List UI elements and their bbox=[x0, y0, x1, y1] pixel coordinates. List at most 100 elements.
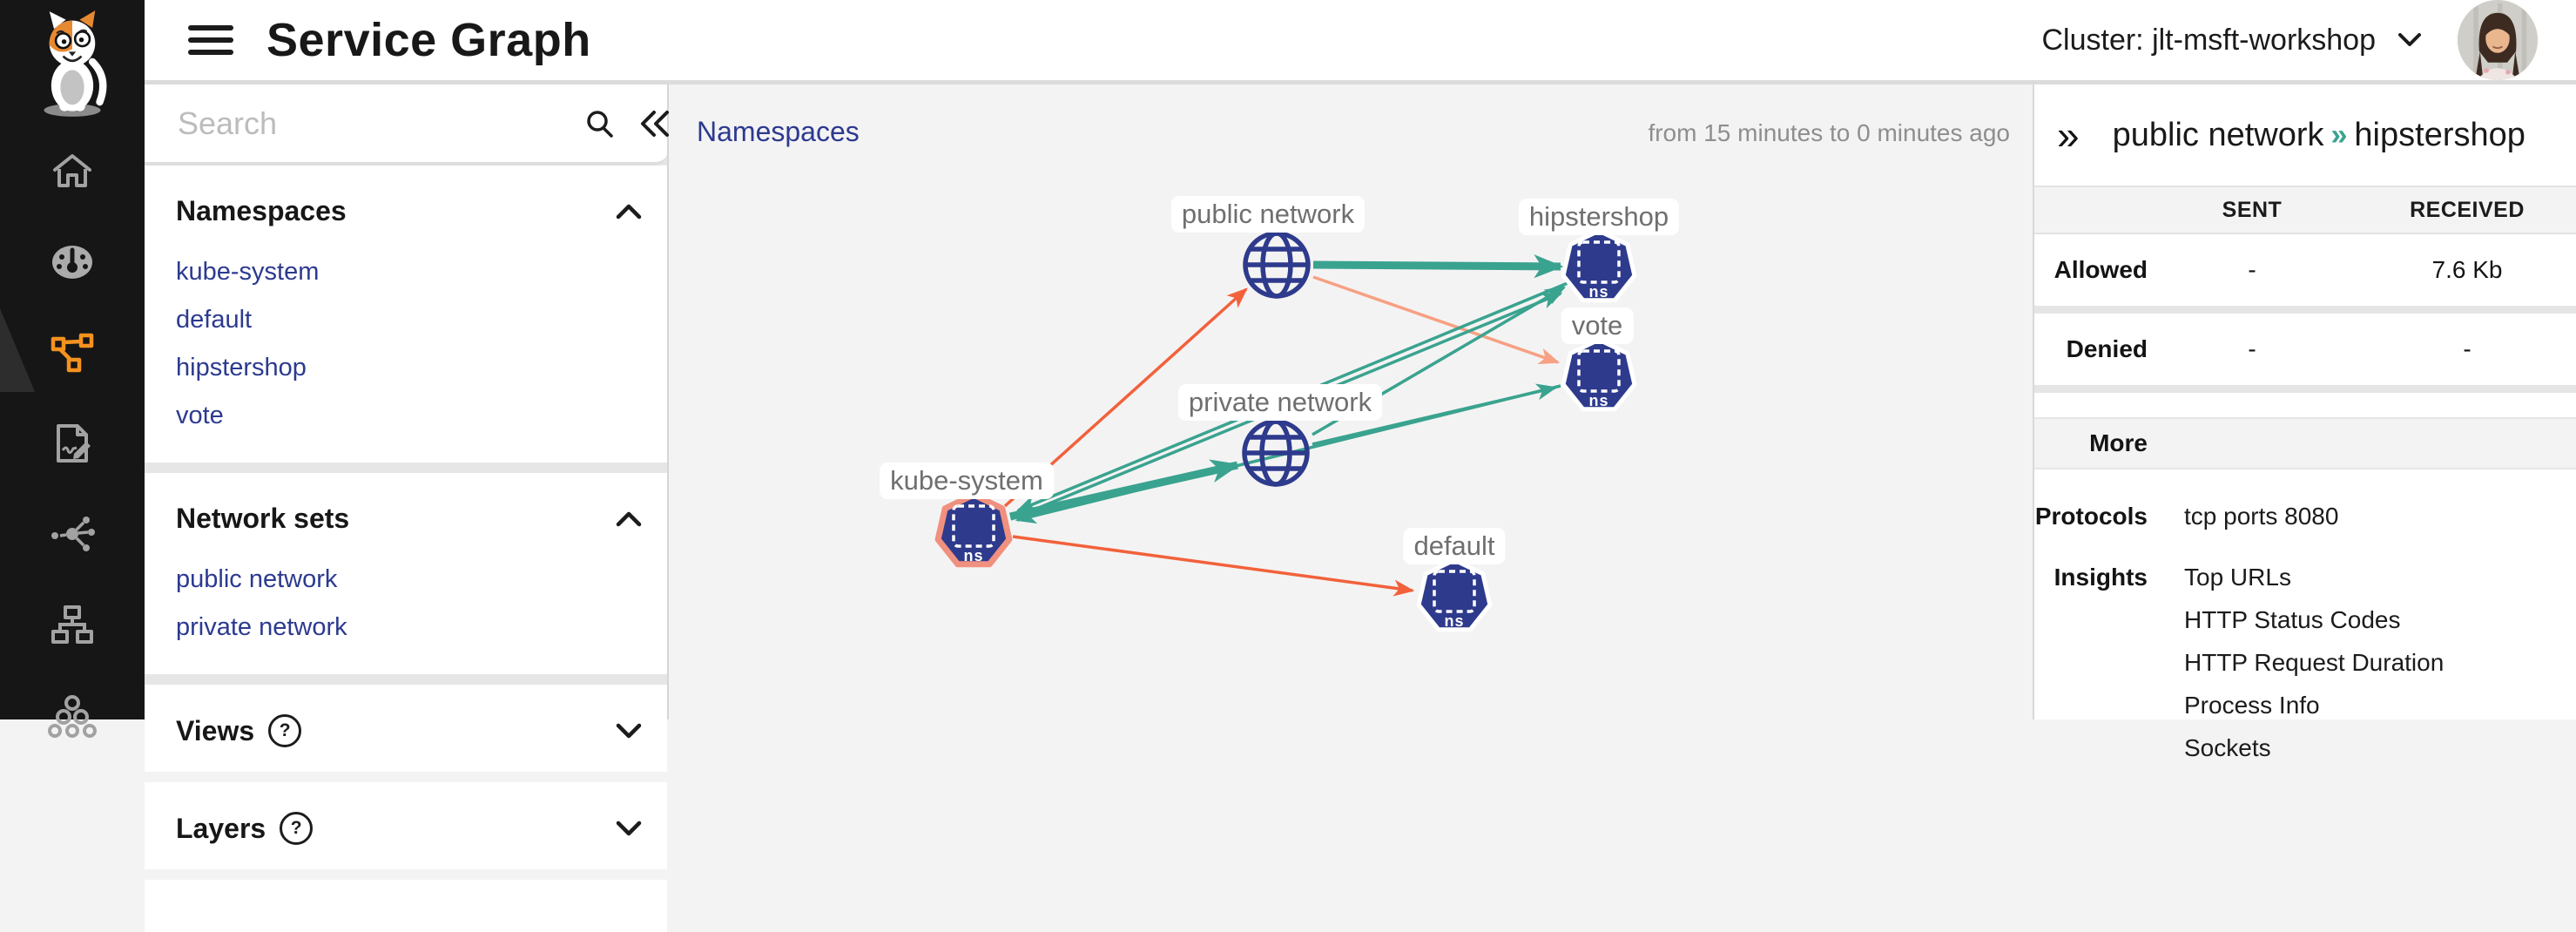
graph-node-hipstershop[interactable]: ns bbox=[1561, 228, 1637, 303]
graph-node-label-kube-system[interactable]: kube-system bbox=[880, 463, 1054, 499]
panel-title-target: hipstershop bbox=[2354, 116, 2525, 153]
insight-process-info: Process Info bbox=[2184, 692, 2320, 719]
insights-row: Insights Top URLs HTTP Status Codes HTTP… bbox=[2034, 530, 2576, 777]
graph-node-public-network[interactable] bbox=[1243, 231, 1311, 299]
help-icon[interactable]: ? bbox=[280, 812, 314, 845]
rail-hierarchy-button[interactable] bbox=[0, 599, 145, 650]
service-graph-icon bbox=[51, 333, 94, 373]
rail-policies-button[interactable] bbox=[0, 418, 145, 469]
svg-text:ns: ns bbox=[963, 547, 983, 564]
service-graph-canvas[interactable]: ns ns ns ns Namespaces from 15 minutes to 0… bbox=[667, 84, 2033, 719]
graph-node-label-public-network[interactable]: public network bbox=[1170, 196, 1366, 233]
denied-received-value: - bbox=[2463, 335, 2471, 362]
page-title: Service Graph bbox=[266, 14, 591, 66]
chevron-down-icon bbox=[616, 821, 642, 836]
more-section-header[interactable]: More bbox=[2034, 417, 2576, 469]
edge-direction-icon: » bbox=[2330, 118, 2348, 152]
chevron-down-icon bbox=[616, 723, 642, 739]
section-header-network-sets[interactable]: Network sets bbox=[176, 490, 643, 547]
sidebar-filler bbox=[145, 880, 667, 932]
clusters-icon bbox=[48, 695, 97, 738]
chevron-up-icon bbox=[616, 204, 642, 219]
sidebar-item-private-network[interactable]: private network bbox=[176, 613, 347, 641]
graph-edge-public-network--hipstershop[interactable] bbox=[1312, 254, 1564, 279]
collapse-sidebar-icon[interactable] bbox=[638, 109, 671, 138]
connections-icon bbox=[51, 517, 95, 551]
graph-edge-kube-system--default[interactable] bbox=[1012, 535, 1415, 597]
allowed-received-value: 7.6 Kb bbox=[2431, 256, 2503, 283]
graph-node-default[interactable]: ns bbox=[1416, 557, 1493, 632]
svg-text:ns: ns bbox=[1444, 612, 1464, 630]
active-item-wedge bbox=[0, 308, 35, 392]
cluster-selector[interactable]: Cluster: jlt-msft-workshop bbox=[2041, 24, 2423, 57]
sidebar-item-default[interactable]: default bbox=[176, 306, 253, 334]
cluster-selector-label: Cluster: jlt-msft-workshop bbox=[2041, 23, 2376, 57]
graph-node-vote[interactable]: ns bbox=[1561, 337, 1637, 412]
column-received: RECEIVED bbox=[2410, 197, 2525, 222]
graph-node-label-private-network[interactable]: private network bbox=[1177, 384, 1383, 421]
graph-edge-private-network--vote[interactable] bbox=[1312, 383, 1558, 446]
sidebar-item-hipstershop[interactable]: hipstershop bbox=[176, 354, 307, 382]
insight-http-request-duration: HTTP Request Duration bbox=[2184, 649, 2445, 676]
chevron-up-icon bbox=[616, 511, 642, 526]
hamburger-menu-button[interactable] bbox=[188, 18, 233, 62]
section-title: Namespaces bbox=[176, 195, 347, 226]
insights-label: Insights bbox=[2053, 564, 2148, 591]
time-range-label[interactable]: from 15 minutes to 0 minutes ago bbox=[1648, 119, 2010, 146]
table-row-denied: Denied - - bbox=[2034, 314, 2576, 385]
service-graph-sidebar: Namespaces kube-system default hipstersh… bbox=[145, 84, 671, 932]
allowed-sent-value: - bbox=[2248, 256, 2256, 283]
table-row-allowed: Allowed - 7.6 Kb bbox=[2034, 234, 2576, 306]
graph-node-label-hipstershop[interactable]: hipstershop bbox=[1518, 199, 1680, 235]
protocols-label: Protocols bbox=[2034, 503, 2148, 530]
edge-details-panel: » public network » hipstershop SENT RECE… bbox=[2033, 84, 2576, 761]
column-sent: SENT bbox=[2222, 197, 2283, 222]
rail-clusters-button[interactable] bbox=[0, 690, 145, 740]
graph-edge-public-network--vote[interactable] bbox=[1312, 275, 1561, 364]
nav-rail bbox=[0, 0, 145, 738]
insight-sockets: Sockets bbox=[2184, 734, 2271, 761]
breadcrumb[interactable]: Namespaces bbox=[697, 116, 860, 147]
sidebar-item-kube-system[interactable]: kube-system bbox=[176, 258, 320, 286]
sidebar-item-vote[interactable]: vote bbox=[176, 402, 224, 429]
protocols-row: Protocols tcp ports 8080 bbox=[2034, 469, 2576, 530]
top-bar: Service Graph Cluster: jlt-msft-workshop bbox=[145, 0, 2576, 84]
svg-text:ns: ns bbox=[1588, 283, 1608, 301]
panel-title-source: public network bbox=[2112, 116, 2324, 153]
protocols-value: tcp ports 8080 bbox=[2184, 503, 2339, 530]
panel-title: public network » hipstershop bbox=[2113, 117, 2525, 154]
user-avatar[interactable] bbox=[2458, 0, 2538, 80]
graph-node-label-default[interactable]: default bbox=[1403, 528, 1506, 564]
avatar-photo bbox=[2458, 0, 2538, 80]
sidebar-item-public-network[interactable]: public network bbox=[176, 565, 338, 593]
rail-service-graph-button[interactable] bbox=[0, 308, 145, 392]
dashboard-icon bbox=[52, 246, 92, 279]
section-title: Network sets bbox=[176, 503, 350, 534]
denied-sent-value: - bbox=[2248, 335, 2256, 362]
row-label: Allowed bbox=[2053, 256, 2148, 283]
svg-text:ns: ns bbox=[1588, 392, 1608, 409]
graph-node-private-network[interactable] bbox=[1242, 419, 1310, 487]
search-input[interactable] bbox=[176, 104, 584, 143]
search-icon[interactable] bbox=[584, 108, 616, 139]
section-header-views[interactable]: Views ? bbox=[176, 702, 643, 760]
graph-node-kube-system[interactable]: ns bbox=[934, 491, 1013, 568]
rail-network-button[interactable] bbox=[0, 509, 145, 559]
section-header-layers[interactable]: Layers ? bbox=[176, 800, 643, 857]
rail-home-button[interactable] bbox=[0, 146, 145, 197]
policy-report-icon bbox=[57, 424, 91, 463]
row-label: Denied bbox=[2066, 335, 2148, 362]
hierarchy-icon bbox=[51, 605, 93, 644]
section-title: Layers bbox=[176, 812, 266, 844]
graph-node-label-vote[interactable]: vote bbox=[1561, 307, 1634, 344]
insight-top-urls: Top URLs bbox=[2184, 564, 2291, 591]
section-title: Views bbox=[176, 714, 255, 746]
calico-cat-logo bbox=[44, 10, 107, 117]
service-graph-svg[interactable]: ns ns ns ns bbox=[667, 84, 2033, 719]
rail-dashboard-button[interactable] bbox=[0, 237, 145, 287]
home-icon bbox=[53, 154, 91, 187]
insight-http-status-codes: HTTP Status Codes bbox=[2184, 606, 2401, 633]
collapse-panel-icon[interactable]: » bbox=[2057, 112, 2080, 158]
traffic-table-header: SENT RECEIVED bbox=[2034, 186, 2576, 234]
section-header-namespaces[interactable]: Namespaces bbox=[176, 183, 643, 240]
